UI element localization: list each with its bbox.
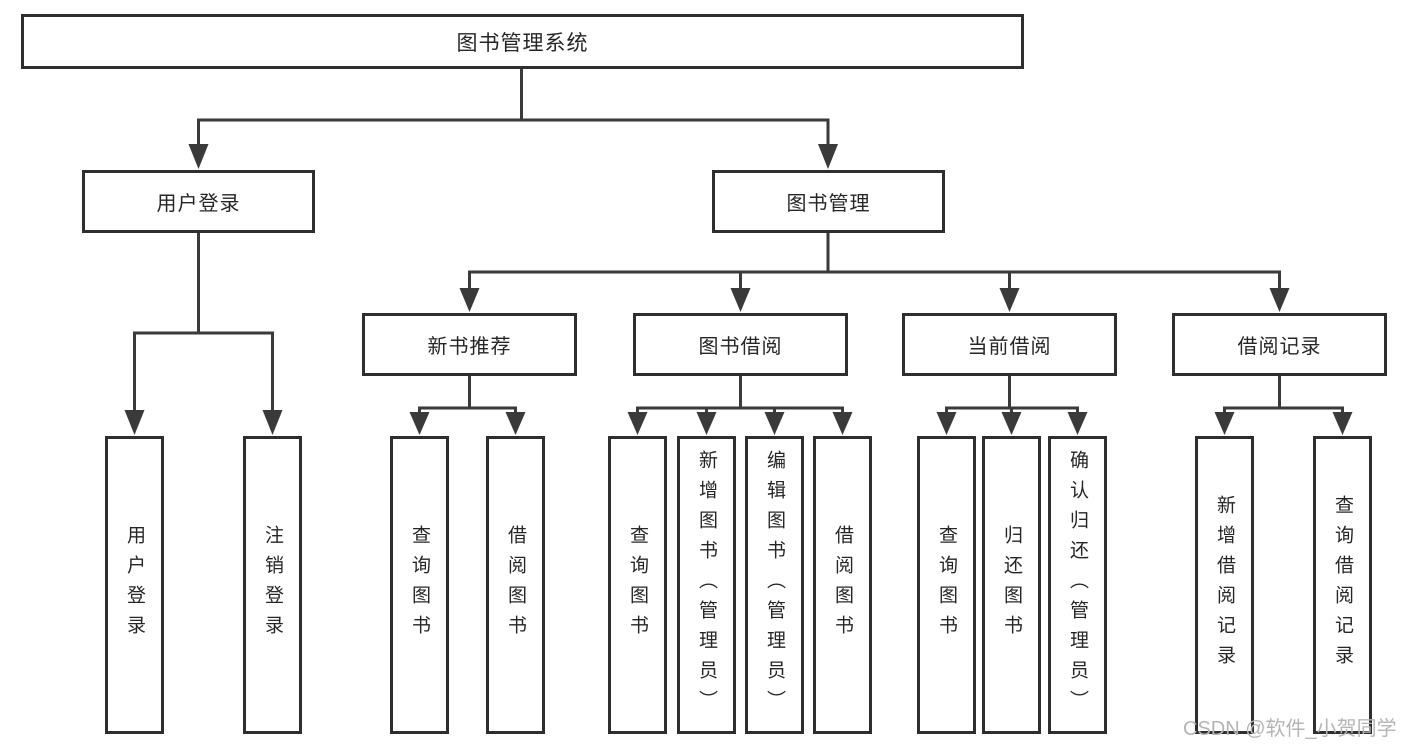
node-book-borrowing: 图书借阅 (633, 313, 848, 376)
leaf-confirm-return-admin: 确认归还（管理员） (1048, 436, 1107, 734)
leaf-query-borrow-record-label: 查询借阅记录 (1332, 495, 1353, 675)
leaf-query-books-borrowing-label: 查询图书 (627, 525, 648, 645)
leaf-query-books-current: 查询图书 (917, 436, 976, 734)
node-system-root: 图书管理系统 (21, 14, 1024, 69)
node-book-borrowing-label: 图书借阅 (698, 336, 783, 358)
node-borrowing-records-label: 借阅记录 (1237, 336, 1322, 358)
leaf-confirm-return-admin-label: 确认归还（管理员） (1067, 450, 1088, 720)
leaf-add-borrow-record: 新增借阅记录 (1195, 436, 1254, 734)
leaf-borrow-books-label: 借阅图书 (832, 525, 853, 645)
leaf-return-books-label: 归还图书 (1001, 525, 1022, 645)
leaf-query-books-recommendation: 查询图书 (390, 436, 449, 734)
leaf-query-books-borrowing: 查询图书 (608, 436, 667, 734)
node-new-book-recommendation-label: 新书推荐 (427, 336, 512, 358)
node-borrowing-records: 借阅记录 (1172, 313, 1387, 376)
node-current-borrowing-label: 当前借阅 (967, 336, 1052, 358)
leaf-query-books-current-label: 查询图书 (936, 525, 957, 645)
node-user-login-label: 用户登录 (156, 193, 241, 215)
leaf-add-borrow-record-label: 新增借阅记录 (1214, 495, 1235, 675)
leaf-user-login: 用户登录 (105, 436, 164, 734)
leaf-edit-book-admin-label: 编辑图书（管理员） (764, 450, 785, 720)
leaf-edit-book-admin: 编辑图书（管理员） (745, 436, 804, 734)
leaf-query-books-recommendation-label: 查询图书 (409, 525, 430, 645)
leaf-user-login-label: 用户登录 (124, 525, 145, 645)
node-current-borrowing: 当前借阅 (902, 313, 1117, 376)
leaf-add-book-admin-label: 新增图书（管理员） (696, 450, 717, 720)
watermark: CSDN @软件_小贺同学 (1183, 718, 1397, 740)
leaf-query-borrow-record: 查询借阅记录 (1313, 436, 1372, 734)
node-new-book-recommendation: 新书推荐 (362, 313, 577, 376)
leaf-borrow-books-recommendation: 借阅图书 (486, 436, 545, 734)
leaf-return-books: 归还图书 (982, 436, 1041, 734)
leaf-borrow-books-recommendation-label: 借阅图书 (505, 525, 526, 645)
leaf-add-book-admin: 新增图书（管理员） (677, 436, 736, 734)
node-book-management-label: 图书管理 (786, 193, 871, 215)
leaf-logout-label: 注销登录 (262, 525, 283, 645)
node-book-management: 图书管理 (712, 170, 945, 233)
node-system-root-label: 图书管理系统 (456, 31, 589, 55)
leaf-borrow-books: 借阅图书 (813, 436, 872, 734)
node-user-login: 用户登录 (82, 170, 315, 233)
leaf-logout: 注销登录 (243, 436, 302, 734)
